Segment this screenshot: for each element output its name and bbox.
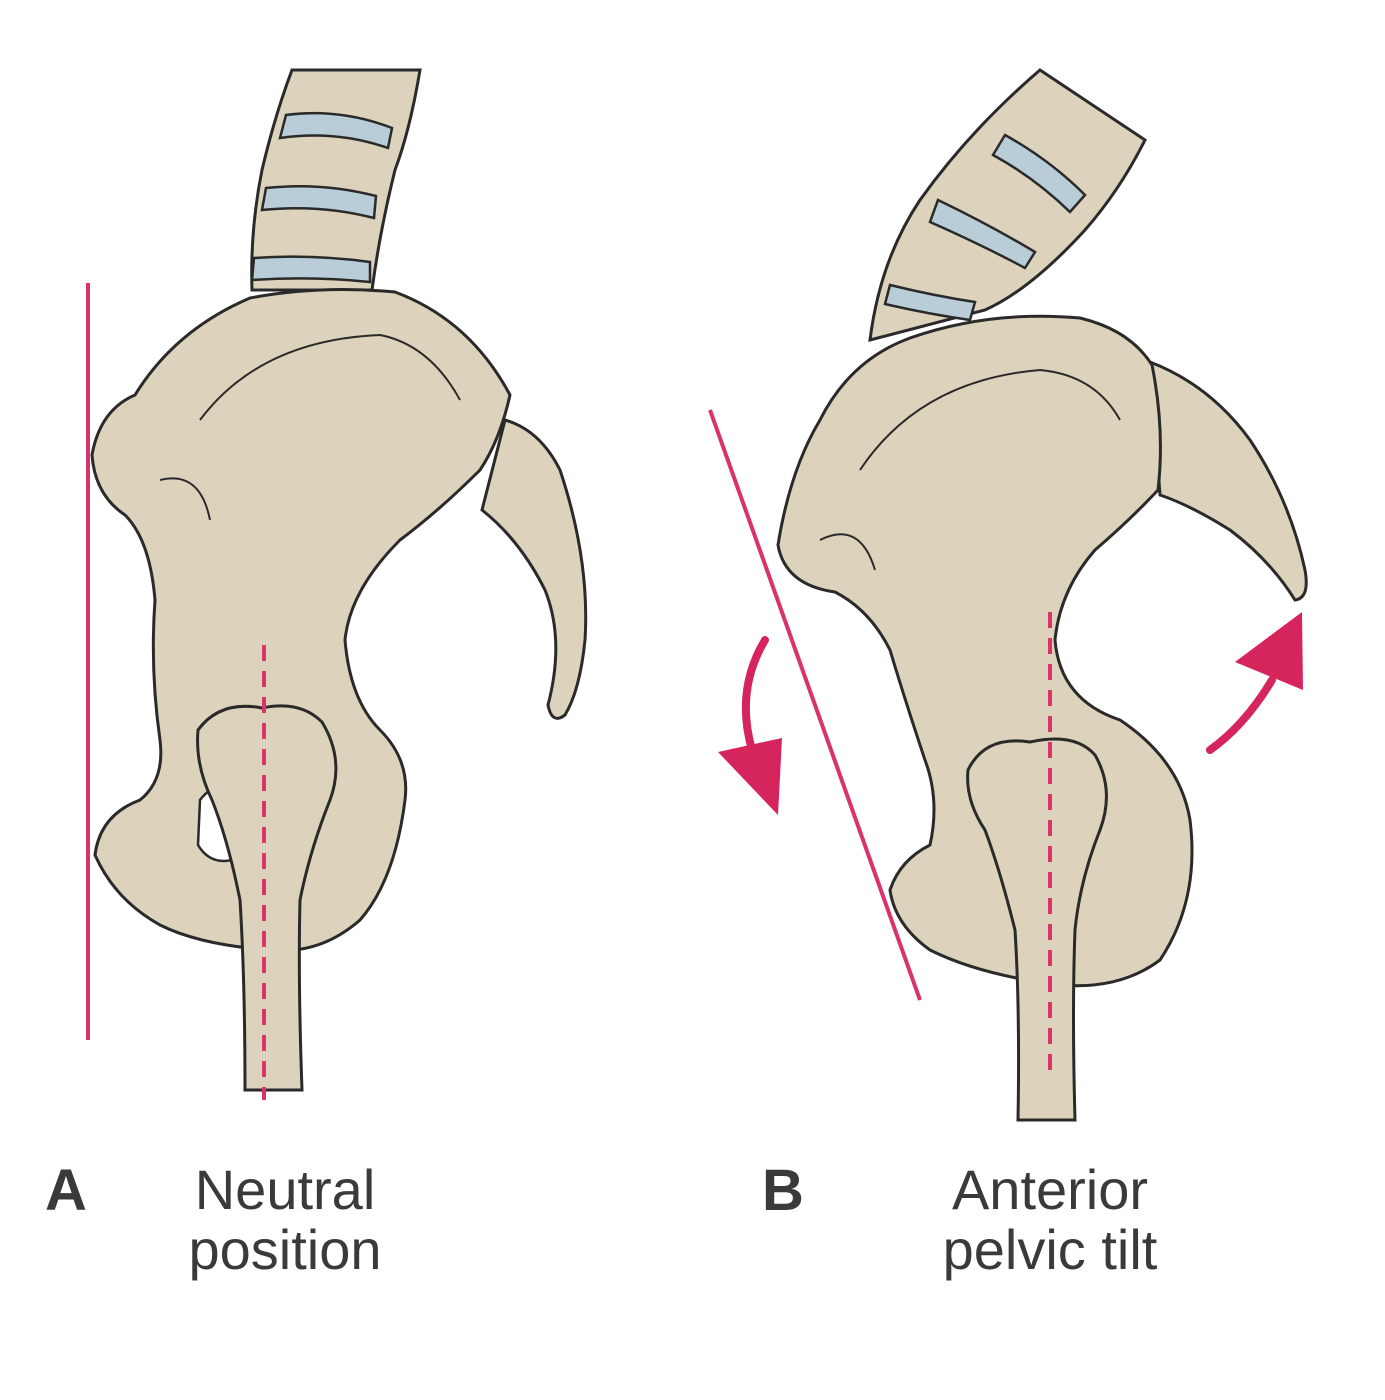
- panel-a-iliac-crest-contour: [199, 333, 461, 421]
- panel-b-pelvis: [776, 314, 1194, 988]
- panel-b-disc-2: [928, 198, 1037, 270]
- panel-a-disc-2: [260, 184, 378, 220]
- panel-a-caption: Neutral position: [150, 1160, 420, 1280]
- panel-b-disc-1: [991, 133, 1087, 214]
- panel-b-illustration: [708, 68, 1308, 1122]
- panel-b-vertebral-column: [868, 68, 1147, 343]
- panel-b-reference-line: [708, 409, 922, 1001]
- panel-b-right-rotation-arrow: [1206, 612, 1303, 754]
- panel-a-disc-3: [250, 255, 372, 284]
- panel-a-pelvis-contour: [159, 477, 211, 521]
- panel-a-spine: [250, 68, 422, 292]
- panel-b-left-rotation-arrow: [718, 636, 782, 815]
- panel-b-iliac-crest-contour: [859, 368, 1121, 471]
- panel-a-pelvis: [90, 288, 512, 953]
- panel-b-femur: [966, 737, 1108, 1122]
- panel-a-caption-line2: position: [188, 1218, 382, 1281]
- panel-b-sacrum: [1148, 359, 1308, 602]
- panel-a-femur: [196, 704, 338, 1092]
- panel-b-disc-3: [883, 283, 977, 322]
- panel-a-sacrum: [480, 418, 588, 720]
- panel-a-disc-1: [278, 111, 394, 150]
- panel-b-caption-line2: pelvic tilt: [942, 1218, 1158, 1281]
- panel-a-illustration: [86, 68, 588, 1100]
- panel-b-caption-line1: Anterior: [951, 1158, 1149, 1221]
- panel-a-caption-line1: Neutral: [194, 1158, 376, 1221]
- panel-b-spine: [868, 68, 1147, 343]
- panel-b-pelvis-contour: [819, 533, 876, 571]
- panel-b-letter: B: [762, 1158, 804, 1223]
- panel-a-letter: A: [45, 1158, 87, 1223]
- panel-b-caption: Anterior pelvic tilt: [900, 1160, 1200, 1280]
